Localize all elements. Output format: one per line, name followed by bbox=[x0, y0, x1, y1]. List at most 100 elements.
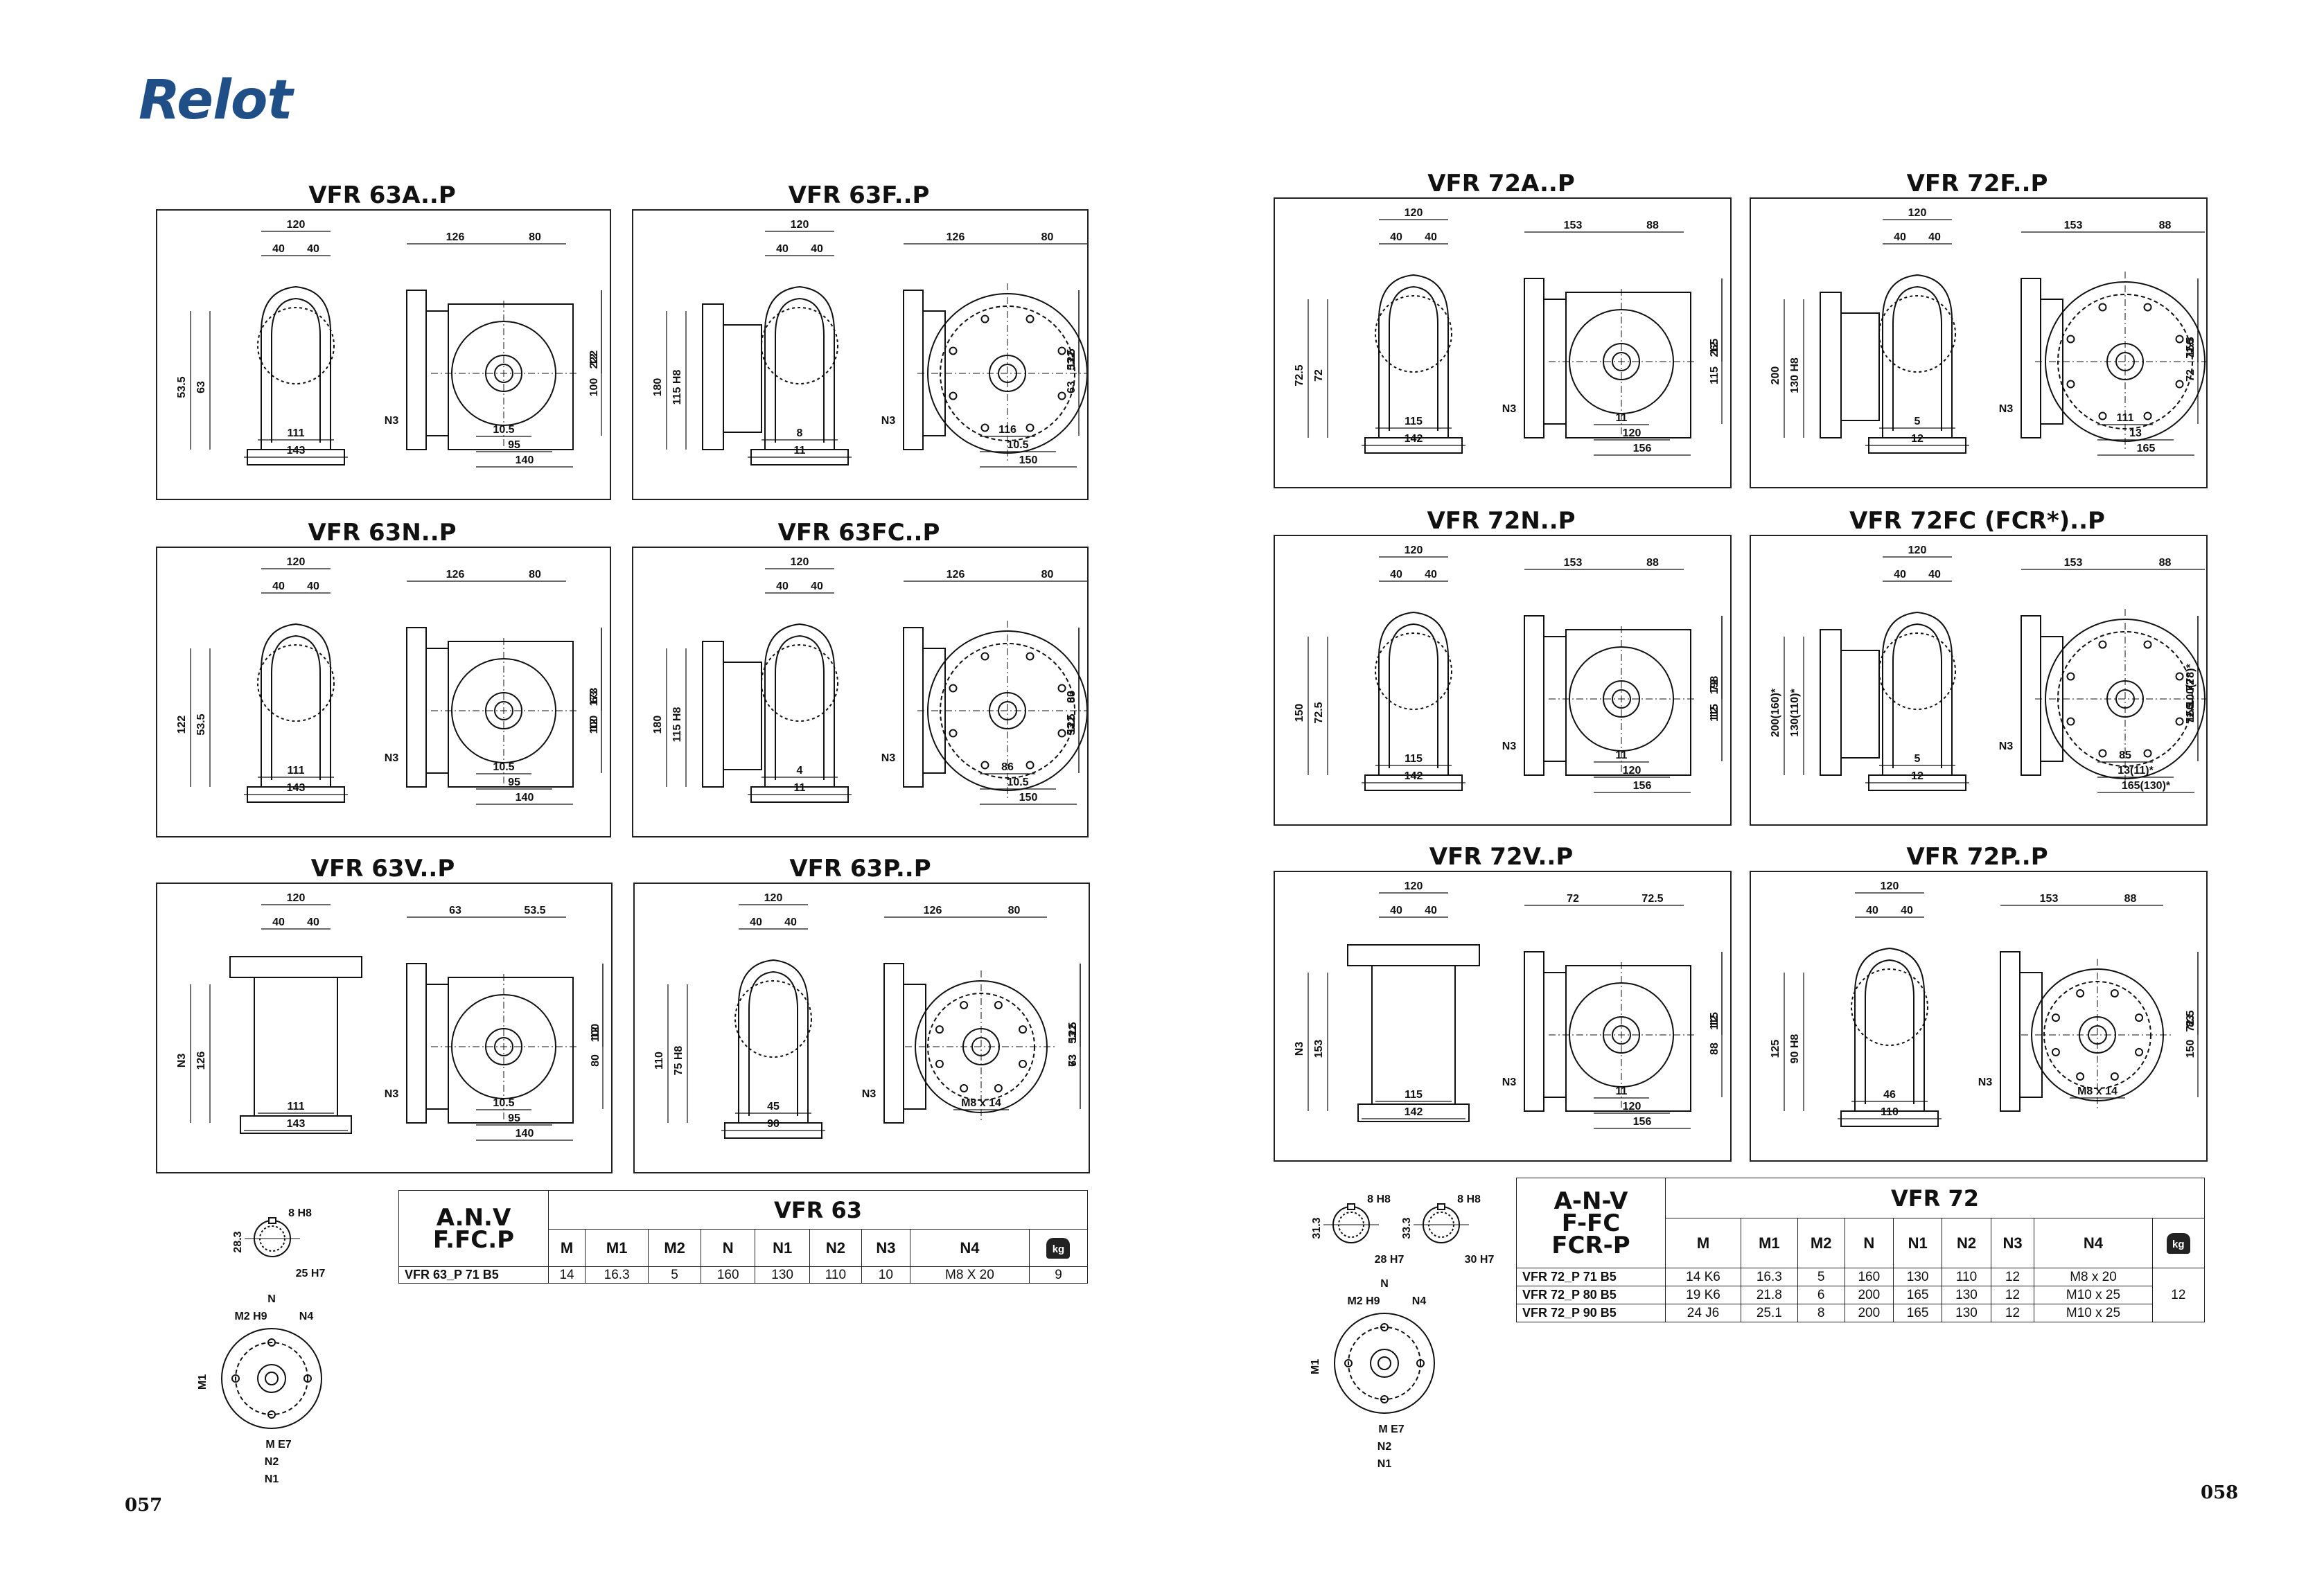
table63-cell: 14 bbox=[547, 1266, 586, 1284]
dim-top-4: 80 bbox=[1008, 905, 1021, 916]
dim-top-1: 40 bbox=[272, 916, 285, 928]
dim-top-2: 40 bbox=[1425, 231, 1437, 243]
housing-front-shape bbox=[261, 623, 331, 788]
housing-front-shape bbox=[1882, 611, 1953, 776]
dim-bottom-2: M8 x 14 bbox=[2077, 1085, 2118, 1097]
dim-bottom-3: 120 bbox=[1623, 765, 1641, 777]
flange-detail-right-n: N bbox=[1380, 1278, 1389, 1290]
dim-side-1: 130 H8 bbox=[1789, 357, 1801, 393]
housing-front-shape bbox=[764, 285, 835, 450]
table72-cell: 130 bbox=[1942, 1286, 1991, 1304]
dim-bottom-0: 45 bbox=[767, 1101, 780, 1112]
dim-top-3: 153 bbox=[2040, 893, 2059, 905]
shaft-detail-right-b-height: 33.3 bbox=[1401, 1217, 1413, 1239]
table72-cell: M10 x 25 bbox=[2034, 1286, 2153, 1304]
n3-label: N3 bbox=[881, 752, 896, 764]
shaft-detail-right-a-key: 8 H8 bbox=[1367, 1194, 1391, 1205]
dim-side-1: 153 bbox=[1313, 1040, 1325, 1058]
panel-title-vfr72v: VFR 72V..P bbox=[1429, 843, 1574, 871]
table72-row-name: VFR 72_P 90 B5 bbox=[1516, 1304, 1666, 1322]
dim-side-4: 83 bbox=[2185, 1015, 2197, 1027]
dim-side-1: 115 H8 bbox=[671, 707, 683, 743]
dim-bottom-4: 165 bbox=[2137, 443, 2156, 454]
dim-top-0: 120 bbox=[791, 219, 809, 231]
housing-side-shape bbox=[1565, 965, 1691, 1112]
dim-top-2: 40 bbox=[307, 580, 319, 592]
output-bore-circle bbox=[485, 355, 522, 392]
dim-top-2: 40 bbox=[1425, 569, 1437, 580]
panel-title-vfr72f: VFR 72F..P bbox=[1906, 170, 2048, 197]
dim-side-2: 265 bbox=[1709, 339, 1720, 357]
table72-header-4: N1 bbox=[1892, 1218, 1943, 1268]
dim-bottom-0: 111 bbox=[288, 427, 305, 439]
dim-side-2: 100(78)* bbox=[2185, 664, 2197, 707]
dim-top-4: 80 bbox=[1041, 569, 1054, 580]
housing-front-shape bbox=[261, 285, 331, 450]
dim-side-4: 173 bbox=[588, 688, 600, 707]
shaft-detail-left bbox=[245, 1217, 300, 1257]
table72-label: A-N-V F-FC FCR-P bbox=[1516, 1178, 1666, 1268]
dim-top-1: 40 bbox=[1894, 569, 1906, 580]
n3-label: N3 bbox=[1502, 403, 1517, 415]
dim-bottom-0: 115 bbox=[1405, 753, 1423, 765]
dim-bottom-3: 10.5 bbox=[1007, 777, 1028, 788]
table63-header-1: M1 bbox=[585, 1229, 649, 1267]
dim-side-3: 80 bbox=[590, 1054, 601, 1067]
output-bore-circle bbox=[1603, 343, 1640, 380]
dim-top-3: 153 bbox=[2064, 557, 2083, 569]
dim-top-4: 88 bbox=[2124, 893, 2137, 905]
table63-cell: 110 bbox=[809, 1266, 862, 1284]
dim-bottom-2: 116 bbox=[998, 424, 1016, 436]
dim-top-0: 120 bbox=[1908, 207, 1927, 219]
dim-bottom-4: 140 bbox=[516, 1128, 534, 1140]
housing-side-shape bbox=[1565, 292, 1691, 438]
table72-header-3: N bbox=[1844, 1218, 1894, 1268]
table72-cell: 130 bbox=[1942, 1304, 1991, 1322]
dim-top-3: 153 bbox=[2064, 220, 2083, 231]
table63-series: VFR 63 bbox=[548, 1190, 1088, 1230]
flange-detail-left-n1: N1 bbox=[265, 1473, 279, 1485]
output-bore-circle bbox=[485, 1028, 522, 1065]
housing-side-shape bbox=[1565, 629, 1691, 776]
panel-title-vfr63v: VFR 63V..P bbox=[310, 855, 455, 883]
dim-side-1: 53.5 bbox=[195, 713, 207, 735]
motor-flange-shape bbox=[2021, 615, 2041, 776]
dim-bottom-1: 142 bbox=[1405, 433, 1423, 445]
shaft-detail-right-a bbox=[1323, 1203, 1379, 1243]
dim-side-2: 63 bbox=[588, 691, 600, 703]
table63-cell: 5 bbox=[648, 1266, 701, 1284]
table63-cell: M8 X 20 bbox=[909, 1266, 1030, 1284]
dim-bottom-1: 143 bbox=[287, 782, 306, 794]
n3-label: N3 bbox=[1978, 1076, 1993, 1088]
dim-bottom-2: 111 bbox=[2117, 412, 2134, 424]
dim-bottom-0: 8 bbox=[797, 427, 803, 439]
housing-front-shape bbox=[1378, 611, 1449, 776]
dim-side-2: 115 bbox=[1709, 1012, 1720, 1030]
dim-top-2: 40 bbox=[1928, 569, 1941, 580]
dim-top-2: 40 bbox=[811, 243, 823, 255]
dim-top-3: 126 bbox=[947, 569, 965, 580]
dim-side-4: 122 bbox=[1066, 351, 1077, 369]
dim-bottom-0: 111 bbox=[288, 765, 305, 777]
dim-bottom-1: 11 bbox=[794, 445, 806, 456]
dim-top-4: 53.5 bbox=[524, 905, 545, 916]
dim-bottom-2: 10.5 bbox=[493, 761, 514, 773]
dim-top-4: 80 bbox=[529, 231, 541, 243]
output-bore-circle bbox=[485, 692, 522, 729]
n3-label: N3 bbox=[1999, 741, 2014, 752]
shaft-detail-left-key: 8 H8 bbox=[288, 1207, 312, 1219]
flange-detail-left bbox=[221, 1328, 322, 1429]
panel-title-vfr63fc: VFR 63FC..P bbox=[777, 519, 940, 547]
dim-side-5: 73 bbox=[1067, 1054, 1079, 1067]
panel-title-vfr72fc: VFR 72FC (FCR*)..P bbox=[1849, 507, 2105, 535]
dim-bottom-0: 46 bbox=[1883, 1089, 1896, 1101]
dim-top-3: 126 bbox=[446, 569, 465, 580]
flange-detail-right-n1: N1 bbox=[1377, 1458, 1392, 1470]
dim-side-0: 150 bbox=[1294, 704, 1305, 722]
